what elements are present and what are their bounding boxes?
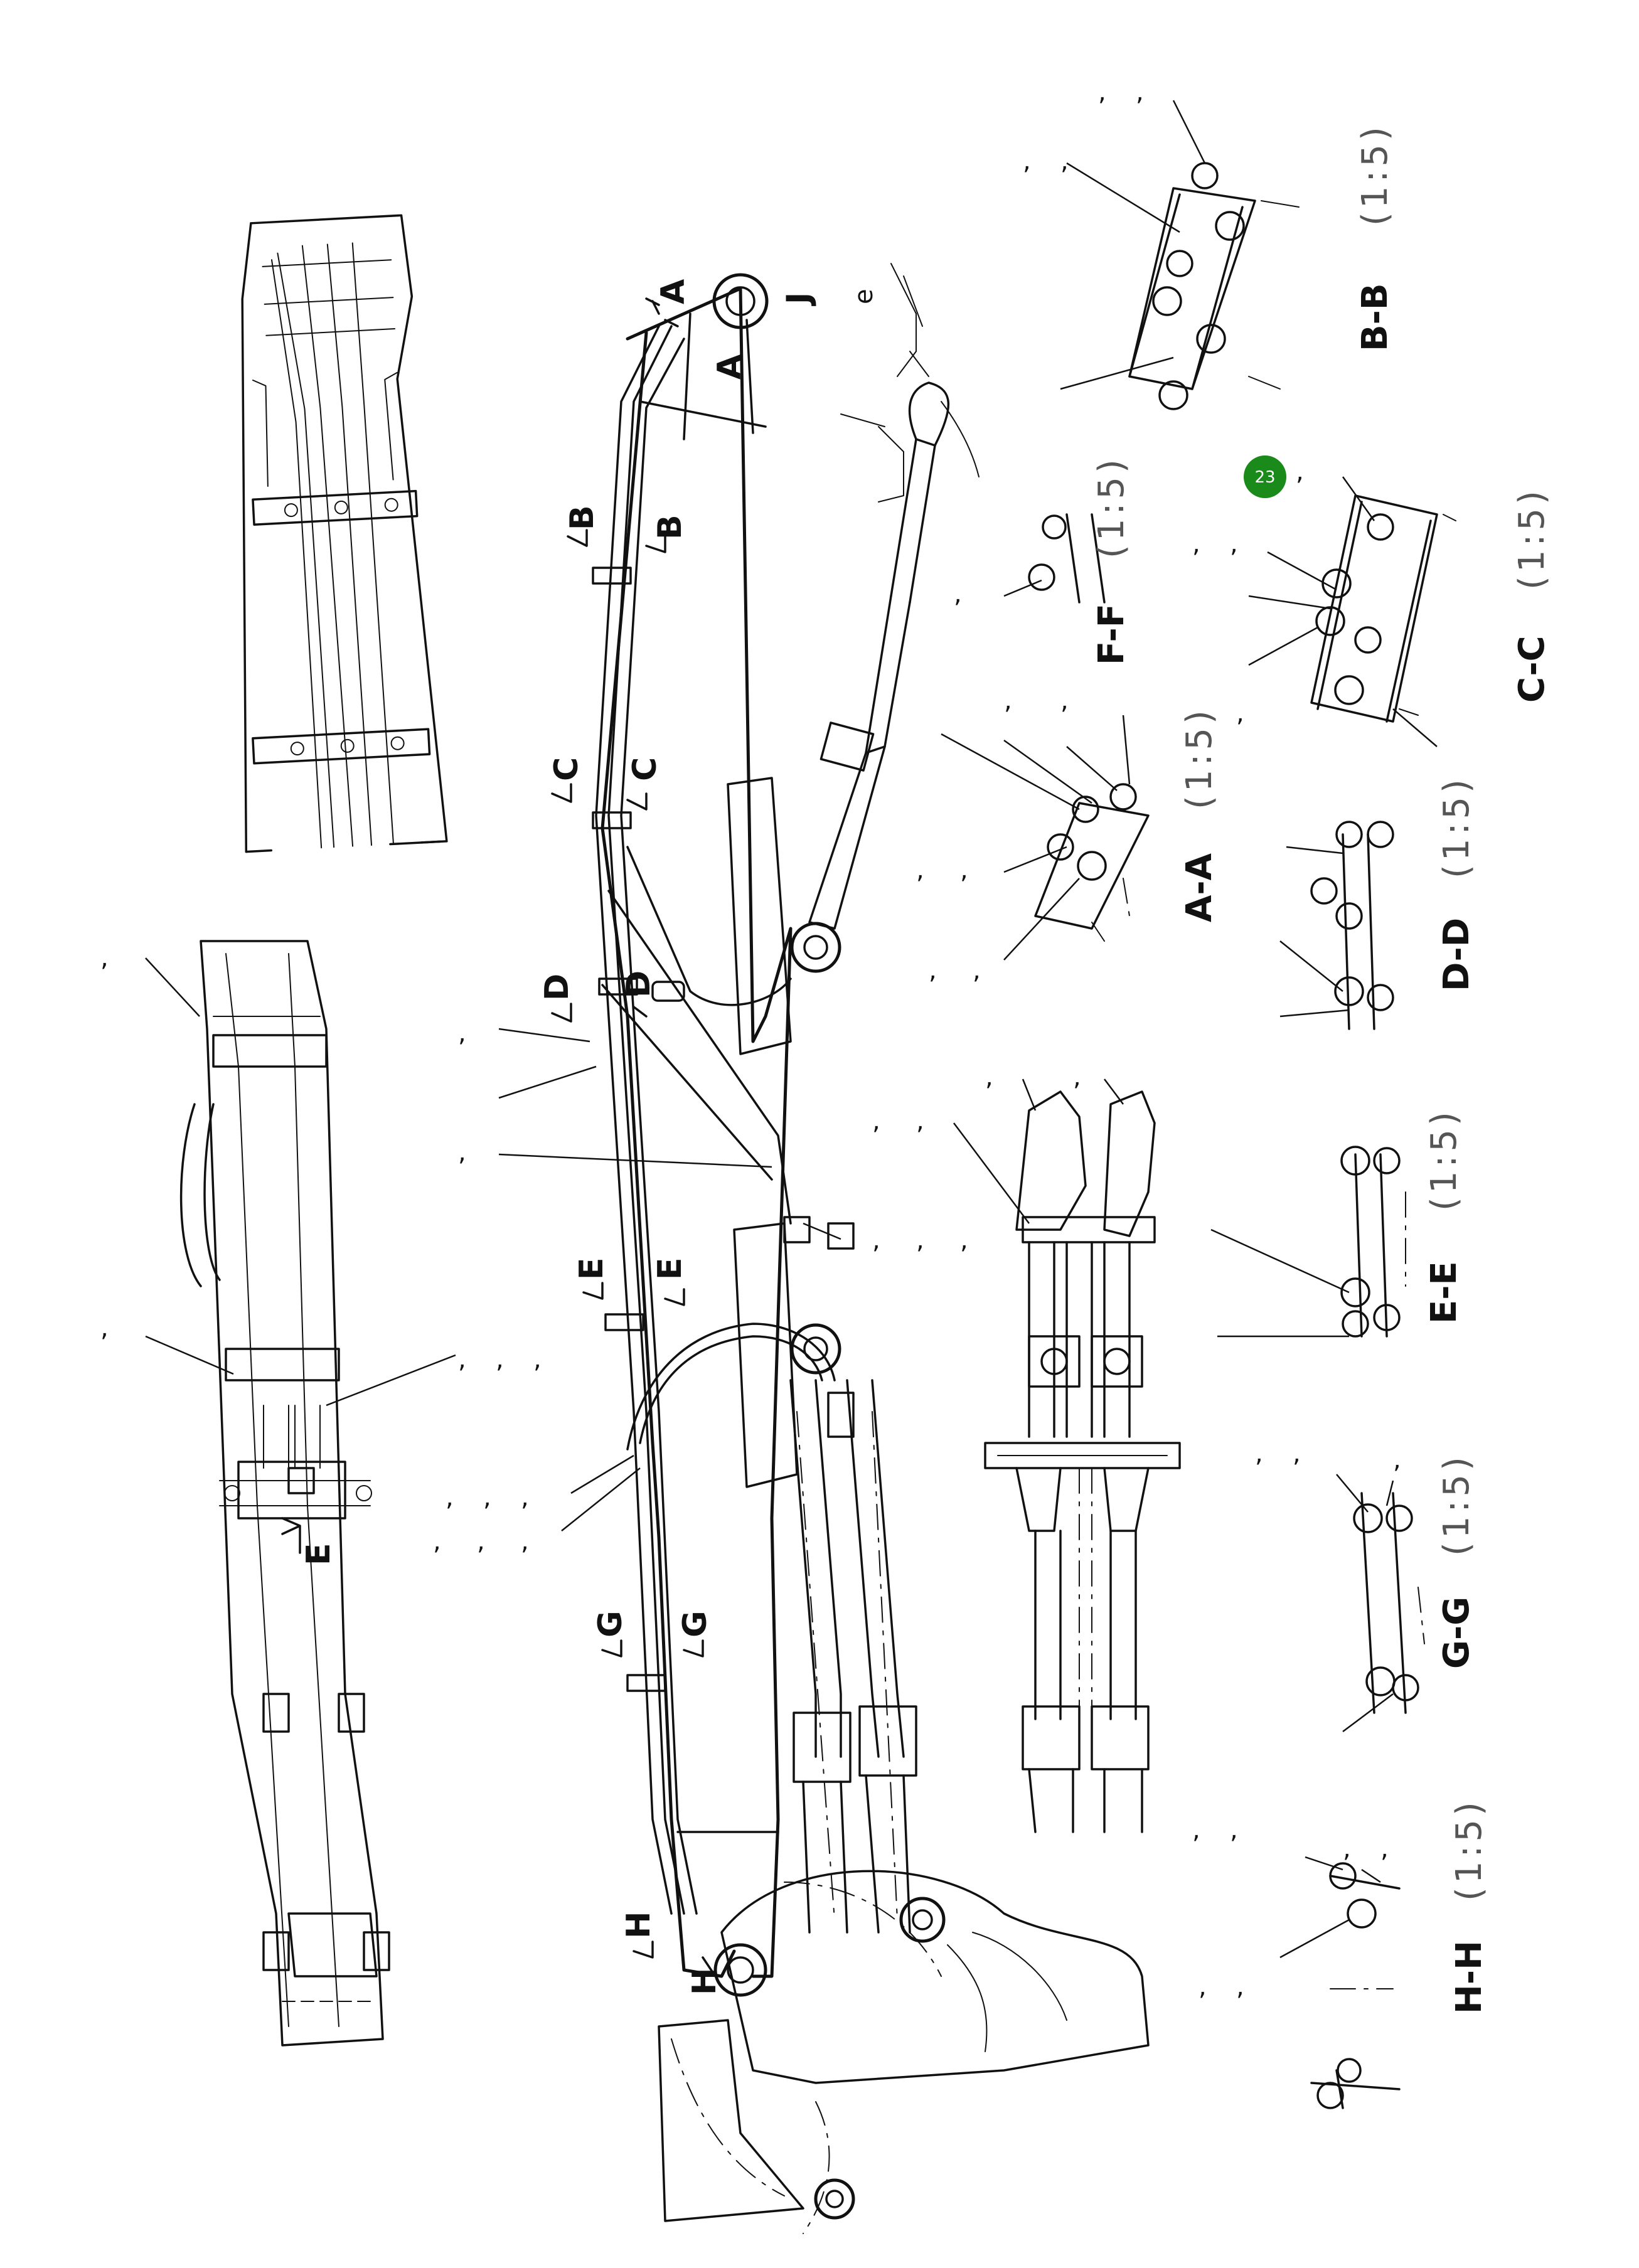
svg-text:,: , [1060, 147, 1069, 176]
svg-text:,: , [916, 1107, 924, 1136]
svg-text:,: , [1236, 699, 1244, 728]
svg-text:,: , [960, 856, 968, 885]
svg-text:,: , [1073, 1063, 1081, 1092]
svg-text:,: , [954, 580, 962, 609]
svg-text:,: , [1098, 78, 1106, 107]
svg-text:,: , [1343, 1834, 1351, 1863]
svg-text:,: , [100, 944, 109, 972]
section-scale-HH: (1:5) [1449, 1798, 1490, 1901]
svg-text:,: , [1255, 1439, 1263, 1468]
svg-text:,: , [872, 1107, 880, 1136]
section-EE-detail [1210, 1146, 1406, 1338]
section-label-BB: B-B [1355, 283, 1396, 351]
svg-text:,: , [483, 1483, 491, 1512]
svg-text:,: , [1004, 686, 1012, 715]
cut-mark-H-1: H [620, 1911, 658, 1939]
section-scale-AA: (1:5) [1179, 706, 1220, 809]
svg-text:,: , [1236, 1973, 1244, 2001]
section-GG-detail [1336, 1474, 1425, 1732]
section-AA-detail [941, 715, 1150, 961]
svg-text:,: , [446, 1483, 454, 1512]
small-mark-e: e [850, 289, 878, 304]
section-scale-GG: (1:5) [1436, 1453, 1477, 1556]
section-FF-detail [1003, 513, 1106, 604]
svg-text:,: , [1230, 1816, 1238, 1845]
svg-text:,: , [458, 1345, 466, 1374]
svg-text:,: , [1136, 78, 1144, 107]
svg-text:,: , [973, 956, 981, 985]
cut-mark-D-2: D [620, 971, 658, 998]
svg-text:,: , [985, 1063, 993, 1092]
svg-text:,: , [496, 1345, 504, 1374]
section-label-GG: G-G [1436, 1597, 1477, 1669]
boom-top-view-lower [145, 940, 456, 2047]
section-CC-detail [1248, 476, 1456, 747]
svg-text:,: , [872, 1226, 880, 1255]
cut-mark-B-1: B [563, 505, 601, 530]
svg-text:,: , [929, 956, 937, 985]
cut-mark-A-1: A [654, 279, 692, 304]
cut-mark-J: J [780, 292, 818, 306]
section-label-CC: C-C [1512, 636, 1552, 703]
section-label-AA: A-A [1179, 853, 1220, 922]
svg-text:,: , [533, 1345, 542, 1374]
section-HH-detail [1279, 1856, 1401, 2109]
section-label-EE: E-E [1424, 1261, 1465, 1324]
svg-text:,: , [1023, 147, 1031, 176]
boom-side-elevation [498, 263, 1150, 2234]
cut-mark-D-1: D [538, 974, 576, 1001]
svg-text:,: , [1192, 1816, 1200, 1845]
section-scale-EE: (1:5) [1424, 1108, 1465, 1211]
cut-mark-E-2: E [651, 1257, 689, 1280]
section-DD-detail [1279, 821, 1394, 1030]
svg-text:,: , [1293, 1439, 1301, 1468]
section-BB-detail [1060, 100, 1300, 410]
section-scale-FF: (1:5) [1091, 455, 1132, 558]
cut-mark-G-1: G [592, 1610, 629, 1637]
svg-text:,: , [1199, 1973, 1207, 2001]
cut-mark-F: E [300, 1543, 338, 1565]
svg-text:,: , [1230, 530, 1238, 558]
svg-text:,: , [1060, 686, 1069, 715]
callout-badge-23[interactable]: 23 [1244, 455, 1286, 498]
cut-mark-G-2: G [676, 1610, 714, 1637]
svg-text:,: , [916, 1226, 924, 1255]
svg-text:,: , [521, 1527, 529, 1556]
cut-mark-C-2: C [626, 757, 664, 781]
cut-mark-E-1: E [573, 1257, 611, 1280]
section-label-HH: H-H [1449, 1941, 1490, 2014]
svg-text:,: , [521, 1483, 529, 1512]
section-scale-BB: (1:5) [1355, 123, 1396, 226]
badge-number: 23 [1254, 468, 1275, 487]
cut-mark-C-1: C [548, 757, 585, 781]
tick-marks: , , , , , , , , , , , , , , , , , , , , … [100, 78, 1401, 2001]
section-scale-CC: (1:5) [1512, 487, 1552, 590]
cut-mark-B-2: B [651, 514, 689, 540]
svg-text:,: , [1296, 457, 1304, 486]
svg-text:,: , [100, 1314, 109, 1343]
svg-text:,: , [477, 1527, 485, 1556]
boom-top-view-upper [241, 214, 448, 853]
svg-text:,: , [1393, 1445, 1401, 1474]
svg-text:,: , [916, 856, 924, 885]
svg-text:,: , [1192, 530, 1200, 558]
svg-text:,: , [433, 1527, 441, 1556]
svg-text:,: , [960, 1226, 968, 1255]
cut-mark-H-2: H [686, 1967, 723, 1995]
section-scale-DD: (1:5) [1436, 775, 1477, 878]
svg-text:,: , [458, 1138, 466, 1167]
arm-top-view [953, 1078, 1181, 1833]
cut-mark-A-2: A [711, 354, 749, 380]
svg-text:,: , [1380, 1834, 1389, 1863]
badge-circle [1244, 455, 1286, 498]
svg-text:,: , [458, 1019, 466, 1048]
section-label-DD: D-D [1436, 918, 1477, 991]
section-label-FF: F-F [1091, 604, 1132, 665]
